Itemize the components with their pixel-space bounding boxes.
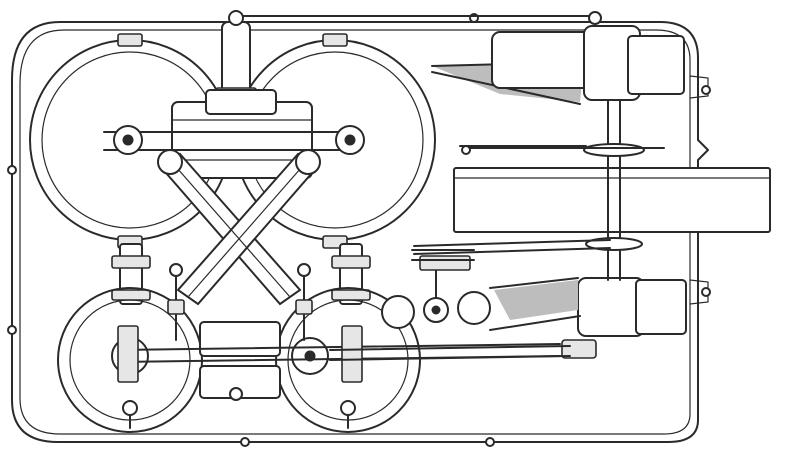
- lower-crank-assembly: [118, 322, 560, 428]
- upper-bearing: [432, 26, 684, 240]
- base-frame: [8, 14, 710, 446]
- crosshead-block: [104, 90, 364, 178]
- crossed-steam-pipes: [158, 150, 320, 304]
- lower-bearing: [330, 232, 686, 360]
- flywheel-drum: [454, 168, 770, 232]
- eccentric-rods: [414, 146, 610, 254]
- governor: [382, 250, 490, 328]
- valve-rods: [168, 264, 312, 340]
